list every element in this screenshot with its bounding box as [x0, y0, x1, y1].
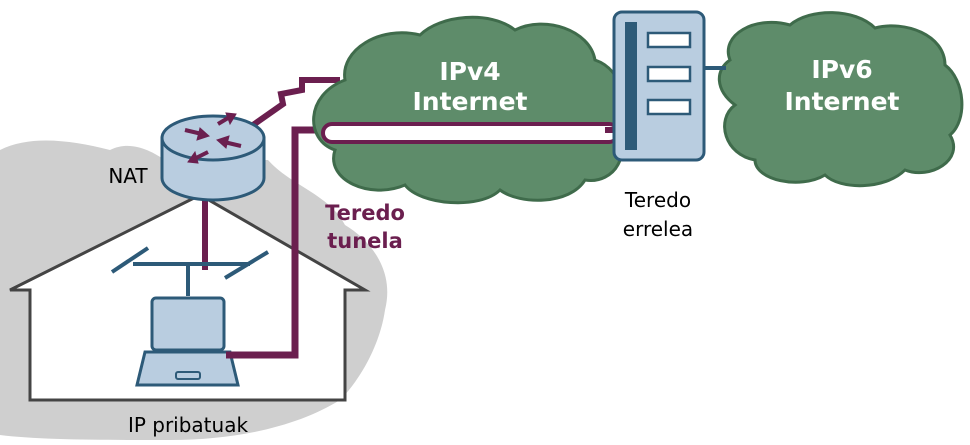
wireless-access-point [110, 246, 270, 296]
tunnel-tube [321, 122, 620, 144]
teredo-tunnel-path [226, 126, 330, 359]
nat-router [160, 112, 266, 202]
ipv4-cloud [312, 15, 624, 205]
relay-label-line1: Teredo [624, 188, 691, 212]
ipv6-cloud [717, 11, 964, 188]
tunnel-label-line1: Teredo [325, 201, 405, 225]
nat-label: NAT [108, 164, 148, 188]
ipv6-label-line1: IPv6 [811, 55, 872, 84]
ipv4-label-line1: IPv4 [439, 57, 500, 86]
teredo-relay-server [612, 10, 706, 162]
private-ip-label: IP pribatuak [128, 413, 249, 437]
nat-uplink [251, 77, 340, 128]
relay-label-line2: errelea [623, 217, 693, 241]
ipv4-label-line2: Internet [412, 87, 527, 116]
laptop [135, 296, 240, 387]
ipv6-label-line2: Internet [784, 87, 899, 116]
tunnel-label-line2: tunela [327, 229, 403, 253]
